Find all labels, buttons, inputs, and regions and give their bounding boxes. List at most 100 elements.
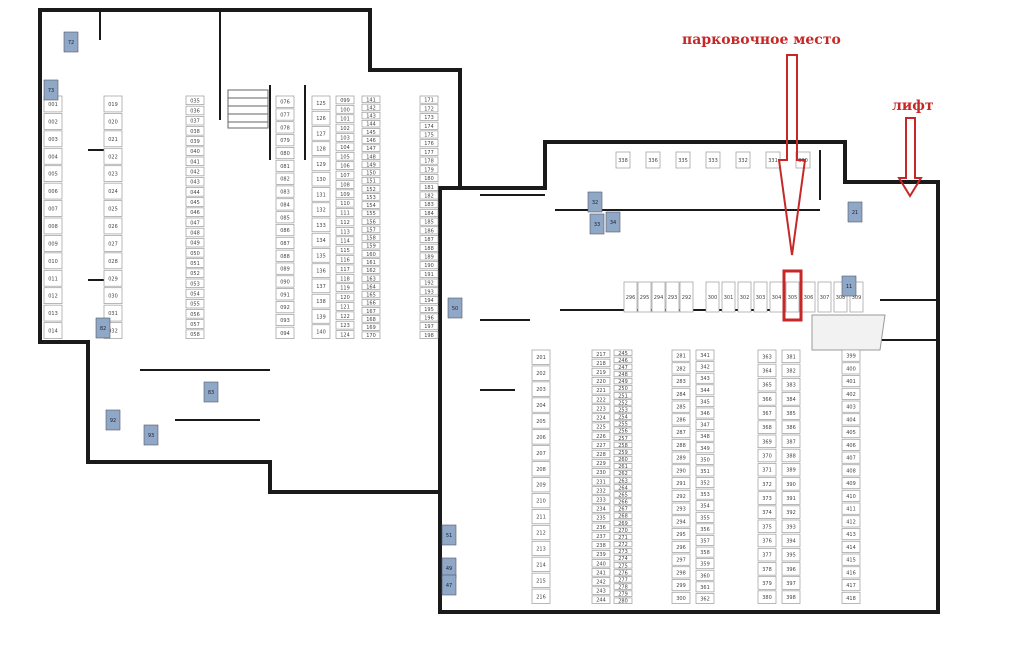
parking-spot-109 (335, 189, 355, 199)
parking-spot-161-label: 161 (366, 260, 376, 266)
parking-spot-284-label: 284 (676, 392, 686, 398)
parking-spot-154 (361, 201, 381, 209)
elevator-annotation: лифт (892, 98, 934, 114)
parking-spot-343 (695, 372, 715, 384)
parking-spot-333 (705, 151, 721, 169)
parking-spot-140 (311, 324, 331, 339)
parking-spot-167 (361, 307, 381, 315)
parking-spot-220-label: 220 (596, 379, 606, 385)
parking-spot-265-label: 265 (618, 492, 628, 498)
parking-spot-104 (335, 142, 355, 152)
parking-spot-103-label: 103 (340, 135, 350, 141)
parking-spot-085 (275, 211, 295, 224)
parking-spot-181-label: 181 (424, 185, 434, 191)
parking-spot-024-label: 024 (108, 189, 118, 195)
parking-spot-416 (841, 566, 861, 579)
parking-spot-367-label: 367 (762, 411, 772, 417)
parking-spot-114 (335, 236, 355, 246)
parking-spot-163-label: 163 (366, 276, 376, 282)
parking-spot-275-label: 275 (618, 563, 628, 569)
parking-spot-288 (671, 438, 691, 451)
storage-unit-34 (605, 211, 621, 233)
parking-spot-190-label: 190 (424, 263, 434, 269)
parking-spot-383 (781, 377, 801, 392)
parking-spot-123 (335, 320, 355, 330)
parking-spot-007-label: 007 (48, 207, 58, 213)
parking-spot-139-label: 139 (316, 314, 326, 320)
parking-spot-093 (275, 313, 295, 327)
parking-spot-053 (185, 278, 205, 289)
parking-spot-294 (651, 281, 666, 313)
parking-spot-244 (591, 595, 611, 604)
parking-spot-380-label: 380 (762, 595, 772, 601)
parking-spot-277-label: 277 (618, 577, 628, 583)
parking-spot-392 (781, 505, 801, 519)
parking-spot-386-label: 386 (786, 425, 796, 431)
parking-spot-120 (335, 292, 355, 302)
parking-spot-368-label: 368 (762, 425, 772, 431)
parking-spot-409-label: 409 (846, 481, 856, 487)
parking-spot-246 (613, 356, 633, 364)
storage-unit-33 (589, 213, 605, 235)
parking-spot-044-label: 044 (190, 190, 200, 196)
parking-spot-088 (275, 249, 295, 262)
parking-spot-384-label: 384 (786, 397, 796, 403)
parking-spot-156 (361, 217, 381, 225)
parking-spot-395 (781, 547, 801, 562)
parking-spot-261-label: 261 (618, 464, 628, 470)
parking-spot-135-label: 135 (316, 253, 326, 259)
parking-spot-413-label: 413 (846, 532, 856, 538)
parking-spot-045 (185, 197, 205, 207)
parking-spot-101 (335, 114, 355, 124)
parking-spot-153-label: 153 (366, 195, 376, 201)
parking-spot-050 (185, 248, 205, 258)
parking-spot-292-label: 292 (676, 494, 686, 500)
parking-spot-143 (361, 111, 381, 120)
parking-spot-128-label: 128 (316, 147, 326, 153)
parking-spot-158 (361, 233, 381, 242)
parking-spot-266 (613, 498, 633, 505)
parking-spot-401 (841, 375, 861, 388)
parking-spot-396 (781, 562, 801, 576)
parking-spot-197-label: 197 (424, 324, 434, 330)
parking-spot-412-label: 412 (846, 519, 856, 525)
parking-spot-002-label: 002 (48, 119, 58, 125)
parking-spot-049 (185, 237, 205, 248)
right-wing-spots: 2012022032042052062072082092102112122132… (531, 349, 861, 605)
parking-spot-081 (275, 159, 295, 172)
parking-spot-271-label: 271 (618, 535, 628, 541)
parking-spot-290 (671, 464, 691, 477)
parking-spot-228-label: 228 (596, 452, 606, 458)
parking-spot-402 (841, 387, 861, 400)
parking-spot-206 (531, 429, 551, 445)
parking-spot-232-label: 232 (596, 488, 606, 494)
parking-spot-397 (781, 576, 801, 590)
parking-spot-003 (43, 130, 63, 148)
parking-spot-215-label: 215 (536, 578, 546, 584)
parking-spot-079-label: 079 (280, 138, 290, 144)
parking-spot-348-label: 348 (700, 434, 710, 440)
parking-spot-280 (613, 597, 633, 604)
parking-spot-286-label: 286 (676, 417, 686, 423)
parking-spot-055-label: 055 (190, 302, 200, 308)
parking-spot-225 (591, 422, 611, 431)
parking-spot-118-label: 118 (340, 276, 350, 282)
parking-spot-278-label: 278 (618, 585, 628, 591)
parking-spot-397-label: 397 (786, 581, 796, 587)
parking-spot-349 (695, 442, 715, 454)
parking-spot-089 (275, 262, 295, 275)
storage-unit-92 (105, 409, 121, 431)
parking-spot-293-label: 293 (676, 507, 686, 513)
parking-spot-250-label: 250 (618, 386, 628, 392)
parking-spot-099 (335, 95, 355, 105)
parking-spot-010 (43, 252, 63, 270)
parking-spot-172 (419, 104, 439, 113)
parking-spot-270-label: 270 (618, 528, 628, 534)
parking-spot-394 (781, 533, 801, 548)
parking-spot-375 (757, 519, 777, 534)
parking-spot-042 (185, 166, 205, 177)
parking-spot-027 (103, 235, 123, 252)
parking-spot-137-label: 137 (316, 284, 326, 290)
parking-spot-089-label: 089 (280, 267, 290, 273)
parking-spot-256 (613, 427, 633, 434)
